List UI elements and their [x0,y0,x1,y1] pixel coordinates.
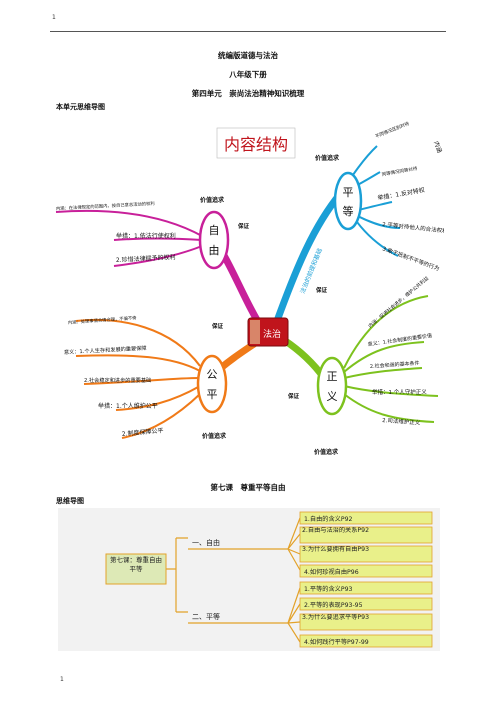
lesson-mind-map: 第七课：尊重自由平等 一、自由 1.自由的含义P92 2.自由与法治的关系P92… [58,508,440,651]
lesson-branch-2-item-2: 2.平等的表现P93-95 [304,601,363,609]
fairness-item-2: 意义：1.个人生存和发展的重要保障 [64,344,147,356]
fairness-item-3: 2.社会稳定和进步的重要基础 [84,376,151,384]
equality-brace-note: 内涵 [432,140,444,154]
freedom-branch: 自 由 价值追求 内涵：在法律规定的范围内，按自己意志活动的权利 举措：1.依法… [56,196,266,332]
center-node: 法治 [247,317,289,347]
equality-item-3: 3.敢于抵制不平等的行为 [381,244,440,272]
justice-title-2: 义 [327,390,338,403]
fairness-value-label: 价值追求 [202,432,227,440]
equality-item-2: 2.平等对待他人的合法权利 [382,220,444,235]
equality-top-item-1: 不同情况区别对待 [374,120,410,140]
doc-unit: 第四单元 崇尚法治精神知识梳理 [191,89,305,98]
lesson-branch-1-item-3: 3.为什么要拥有自由P93 [302,546,370,553]
equality-item-1: 举措：1.反对特权 [377,186,425,202]
lesson-title: 第七课 尊重平等自由 [210,483,286,492]
justice-value-label: 价值追求 [314,448,339,456]
freedom-item-3: 2.珍惜法律赋予的权利 [116,253,176,264]
justice-item-4: 举措：1.个人守护正义 [372,388,427,396]
header-rule [50,31,446,32]
fairness-item-1: 内涵：处理事情合情合理，不偏不倚 [68,314,138,326]
fairness-title-1: 公 [207,368,218,381]
mindmap-heading-box [216,127,296,159]
fairness-title-2: 平 [207,388,218,401]
justice-branch: 正 义 价值追求 内涵：促进社会进步，维护公共利益 意义：1.社会制度的重要价值… [280,275,439,456]
freedom-item-2: 举措：1.依法行使权利 [116,232,176,240]
lesson-root-label: 第七课：尊重自由平等 [110,556,162,573]
fairness-bubble [196,354,228,414]
freedom-guarantee: 保证 [237,222,250,230]
doc-grade: 八年级下册 [229,70,267,79]
justice-bubble [316,356,348,416]
fairness-branch: 公 平 价值追求 内涵：处理事情合情合理，不偏不倚 意义：1.个人生存和发展的重… [64,314,264,440]
lesson-branch-2-item-3: 3.为什么要追求平等P93 [302,614,370,621]
mindmap-heading: 内容结构 [224,135,288,154]
freedom-title-2: 由 [209,243,220,257]
lesson-branch-1-item-1: 1.自由的含义P92 [304,515,353,523]
lesson-root-box [105,553,167,585]
lesson-branch-2-item-4: 4.如何践行平等P97-99 [304,638,369,646]
equality-value-label: 价值追求 [315,154,340,162]
lesson-label: 思维导图 [56,497,84,505]
equality-bubble [333,171,363,231]
freedom-value-label: 价值追求 [200,196,225,204]
equality-title-2: 等 [343,204,354,218]
lesson-branch-2-item-1: 1.平等的含义P93 [304,585,353,593]
justice-item-1: 内涵：促进社会进步，维护公共利益 [367,275,430,330]
fairness-item-5: 2.制度保障公平 [121,426,163,438]
equality-branch: 法治的前提和基础 平 等 价值追求 不同情况区别对待 同等情况同等对待 内涵 举… [273,120,444,325]
lesson-branch-1-item-2: 2.自由与法治的关系P92 [302,527,370,534]
justice-title-1: 正 [327,370,338,383]
justice-guarantee: 保证 [287,392,300,400]
equality-guarantee: 保证 [315,286,328,294]
doc-title: 统编版道德与法治 [218,51,278,60]
lesson-branch-2-label: 二、平等 [192,612,220,621]
equality-top-item-2: 同等情况同等对待 [381,165,418,178]
freedom-bubble [198,210,230,270]
freedom-item-1: 内涵：在法律规定的范围内，按自己意志活动的权利 [56,200,155,212]
section-label: 本单元思维导图 [56,103,105,111]
header-page-number: 1 [52,14,56,21]
lesson-branch-1-label: 一、自由 [192,538,220,547]
equality-title-1: 平 [343,186,354,199]
footer-page-number: 1 [60,676,64,683]
center-label: 法治 [263,328,281,340]
fairness-guarantee: 保证 [211,322,224,330]
freedom-title-1: 自 [209,224,220,237]
unit-mind-map: 内容结构 法治的前提和基础 平 等 价值追求 不同情况区别对待 同等情况同等对待… [56,120,444,456]
justice-item-3: 2.社会和谐的基本条件 [370,360,420,370]
lesson-branch-1-item-4: 4.如何珍视自由P96 [304,568,359,576]
justice-item-5: 2.司法维护正义 [382,416,421,427]
fairness-item-4: 举措：1.个人维护公平 [98,402,158,410]
